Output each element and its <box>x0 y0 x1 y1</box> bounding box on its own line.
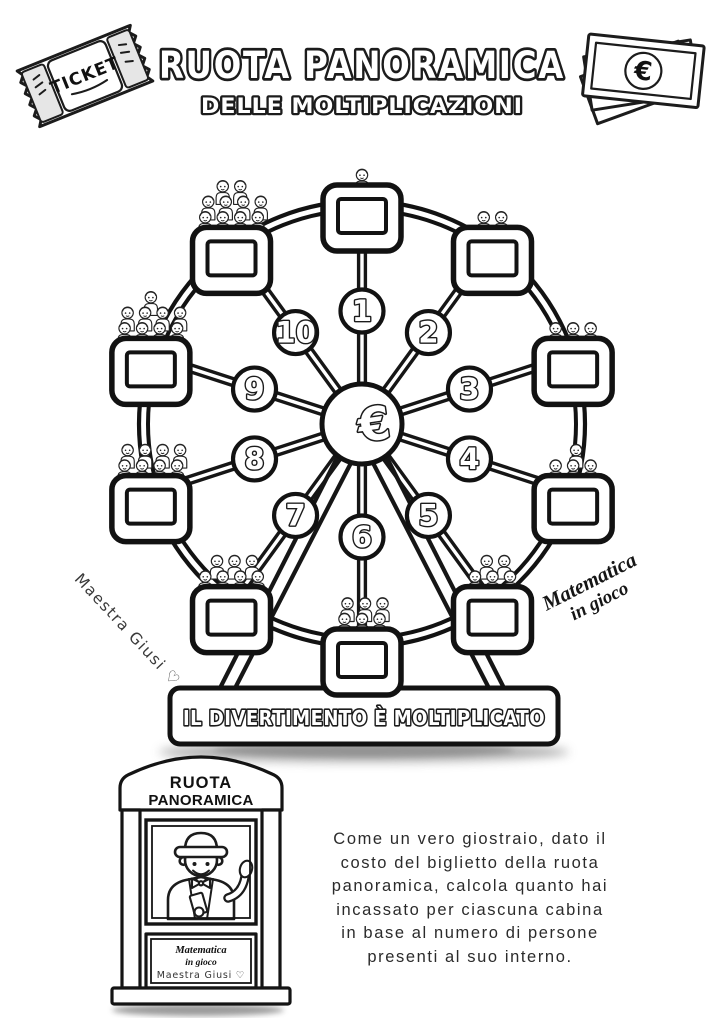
vendor-cap-brim <box>173 845 229 859</box>
cabin-window <box>124 350 177 389</box>
cabin-window <box>547 487 600 526</box>
spoke-number: 7 <box>285 498 305 532</box>
instruction-line: panoramica, calcola quanto hai <box>331 877 609 895</box>
instruction-text: Come un vero giostraio, dato il costo de… <box>303 828 637 969</box>
instruction-line: costo del biglietto della ruota <box>340 853 600 872</box>
booth-window-inner <box>151 825 251 919</box>
booth-panel-line2: in gioco <box>185 958 217 968</box>
ticket-underline <box>70 79 109 96</box>
spoke-number-circle <box>404 308 453 357</box>
booth-pillar-right <box>260 808 282 990</box>
title-line1: RUOTA PANORAMICA <box>159 44 565 87</box>
spoke-number-circle <box>338 287 386 335</box>
euro-symbol: € <box>632 56 654 88</box>
vendor-waving-hand <box>238 859 254 879</box>
instruction-line: Come un vero giostraio, dato il <box>333 830 607 848</box>
cabins <box>109 182 615 698</box>
cabin-window <box>466 239 519 278</box>
spoke-number-circle <box>445 435 494 483</box>
instruction-line: in base al numero di persone <box>341 924 599 942</box>
spoke-number: 6 <box>352 520 372 554</box>
spoke-number-circle <box>445 365 494 413</box>
page-title: RUOTA PANORAMICA DELLE MOLTIPLICAZIONI <box>156 41 566 120</box>
spoke-number-circle <box>338 513 386 561</box>
booth-pillar-left <box>120 808 142 990</box>
spoke-numbers: 1 23 45 6 78 9 10 <box>230 287 494 561</box>
cabin-window <box>124 487 177 526</box>
spoke-number: 2 <box>418 316 438 350</box>
booth-window-frame <box>144 818 258 926</box>
cabin-window <box>466 598 519 637</box>
money-icon: € <box>578 32 706 126</box>
booth-shadow <box>112 1004 284 1016</box>
spoke-number: 9 <box>244 372 264 406</box>
booth-sign-line2: PANORAMICA <box>148 792 253 809</box>
vendor-illustration <box>166 831 254 921</box>
spoke-number: 8 <box>244 442 264 476</box>
cabin-window <box>205 239 258 278</box>
spoke-number: 4 <box>459 442 479 476</box>
cabin-window <box>336 197 388 235</box>
spoke-number: 10 <box>275 316 315 350</box>
spoke-number-circle <box>404 491 453 540</box>
ticket-stub-marks <box>117 43 134 63</box>
spoke-number: 1 <box>352 294 372 328</box>
title-line2: DELLE MOLTIPLICAZIONI <box>201 94 523 118</box>
vendor-bowtie <box>190 877 212 890</box>
booth-sign-arch <box>118 755 284 812</box>
ticket-booth: RUOTA PANORAMICA Matematica <box>110 755 292 1016</box>
spoke-number-circle <box>271 308 320 357</box>
ticket-stub-right <box>106 29 149 89</box>
wheel-hub <box>319 381 405 467</box>
spoke-number-circle <box>230 365 279 413</box>
base-banner-text: IL DIVERTIMENTO È MOLTIPLICATO <box>183 706 545 730</box>
instruction-line: incassato per ciascuna cabina <box>336 900 604 919</box>
ticket-stub-marks <box>32 74 47 96</box>
cabin-window <box>336 641 388 679</box>
booth-panel-line1: Matematica <box>174 945 226 956</box>
cabin-window <box>547 350 600 389</box>
cabin-window <box>205 598 258 637</box>
ticket-icon: TICKET <box>15 23 155 129</box>
booth-panel-line3: Maestra Giusi ♡ <box>157 970 245 981</box>
booth-panel-inner <box>150 938 252 984</box>
euro-circle <box>624 51 663 90</box>
instruction-line: presenti al suo interno. <box>367 947 573 966</box>
booth-sign-line1: RUOTA <box>170 774 232 792</box>
spoke-number-circle <box>230 435 279 483</box>
spoke-number: 3 <box>459 372 479 406</box>
spoke-number-circle <box>271 491 320 540</box>
ticket-center <box>46 40 124 112</box>
spoke-number: 5 <box>418 498 438 532</box>
booth-base <box>110 986 292 1006</box>
